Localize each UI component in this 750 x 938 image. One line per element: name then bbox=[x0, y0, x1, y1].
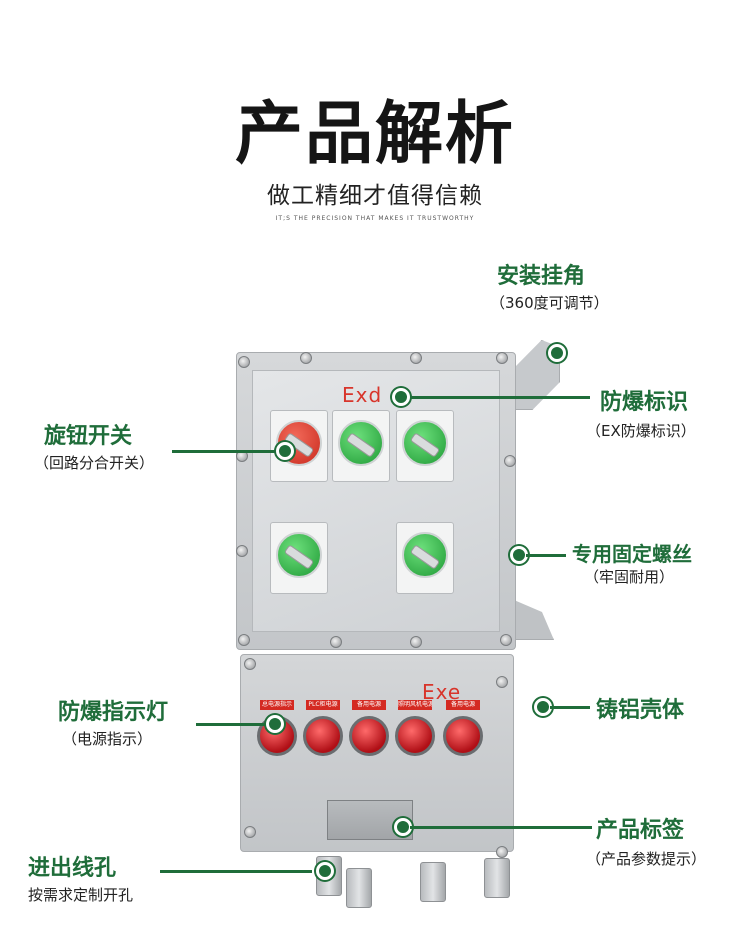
indicator-lamp bbox=[303, 716, 343, 756]
callout-dot-icon bbox=[266, 715, 284, 733]
bolt-icon bbox=[504, 455, 516, 467]
callout-leader-line bbox=[160, 870, 312, 873]
page-subtitle: 做工精细才值得信赖 bbox=[267, 183, 483, 209]
indicator-lamp bbox=[395, 716, 435, 756]
callout-explosion-mark-title: 防爆标识 bbox=[600, 390, 689, 415]
lamp-label: 总电源指示 bbox=[260, 700, 294, 710]
bolt-icon bbox=[244, 826, 256, 838]
rotary-knob-green bbox=[338, 420, 384, 466]
mounting-bracket-lower bbox=[514, 600, 554, 640]
callout-leader-line bbox=[410, 826, 592, 829]
bolt-icon bbox=[300, 352, 312, 364]
callout-dot-icon bbox=[276, 442, 294, 460]
callout-fixing-screw-title: 专用固定螺丝 bbox=[572, 542, 692, 566]
exd-marking: Exd bbox=[342, 383, 383, 407]
page-tagline: IT;S THE PRECISION THAT MAKES IT TRUSTWO… bbox=[275, 215, 475, 222]
callout-indicator-light-title: 防爆指示灯 bbox=[58, 700, 169, 725]
callout-leader-line bbox=[550, 706, 590, 709]
callout-cable-entry-note: 按需求定制开孔 bbox=[28, 886, 134, 904]
callout-mount-corner-title: 安装挂角 bbox=[497, 264, 586, 289]
rotary-knob-green bbox=[402, 532, 448, 578]
bolt-icon bbox=[244, 658, 256, 670]
callout-indicator-light-note: （电源指示） bbox=[62, 730, 153, 748]
lamp-label: 备用电源 bbox=[352, 700, 386, 710]
bolt-icon bbox=[238, 356, 250, 368]
lamp-label: 照明风机电源 bbox=[398, 700, 432, 710]
bolt-icon bbox=[496, 676, 508, 688]
callout-cast-shell-title: 铸铝壳体 bbox=[596, 698, 685, 723]
bolt-icon bbox=[410, 352, 422, 364]
callout-leader-line bbox=[172, 450, 282, 453]
callout-cable-entry-title: 进出线孔 bbox=[28, 856, 117, 881]
callout-fixing-screw-note: （牢固耐用） bbox=[584, 568, 675, 586]
callout-leader-line bbox=[526, 554, 566, 557]
callout-dot-icon bbox=[316, 862, 334, 880]
callout-dot-icon bbox=[392, 388, 410, 406]
bolt-icon bbox=[496, 846, 508, 858]
bolt-icon bbox=[238, 634, 250, 646]
callout-mount-corner-note: （360度可调节） bbox=[490, 294, 609, 312]
lamp-label: 备用电源 bbox=[446, 700, 480, 710]
callout-nameplate-note: （产品参数提示） bbox=[586, 850, 707, 868]
callout-dot-icon bbox=[548, 344, 566, 362]
cable-gland bbox=[420, 862, 446, 902]
callout-leader-line bbox=[196, 723, 272, 726]
cable-gland bbox=[346, 868, 372, 908]
cable-gland bbox=[484, 858, 510, 898]
lamp-label: PLC柜电源 bbox=[306, 700, 340, 710]
bolt-icon bbox=[236, 545, 248, 557]
page-title: 产品解析 bbox=[234, 95, 515, 174]
bolt-icon bbox=[496, 352, 508, 364]
indicator-lamp bbox=[349, 716, 389, 756]
bolt-icon bbox=[330, 636, 342, 648]
indicator-lamp bbox=[443, 716, 483, 756]
callout-explosion-mark-note: （EX防爆标识） bbox=[586, 422, 696, 440]
callout-rotary-switch-note: （回路分合开关） bbox=[34, 454, 155, 472]
callout-nameplate-title: 产品标签 bbox=[596, 818, 685, 843]
bolt-icon bbox=[410, 636, 422, 648]
callout-leader-line bbox=[404, 396, 590, 399]
callout-rotary-switch-title: 旋钮开关 bbox=[44, 424, 133, 449]
bolt-icon bbox=[500, 634, 512, 646]
